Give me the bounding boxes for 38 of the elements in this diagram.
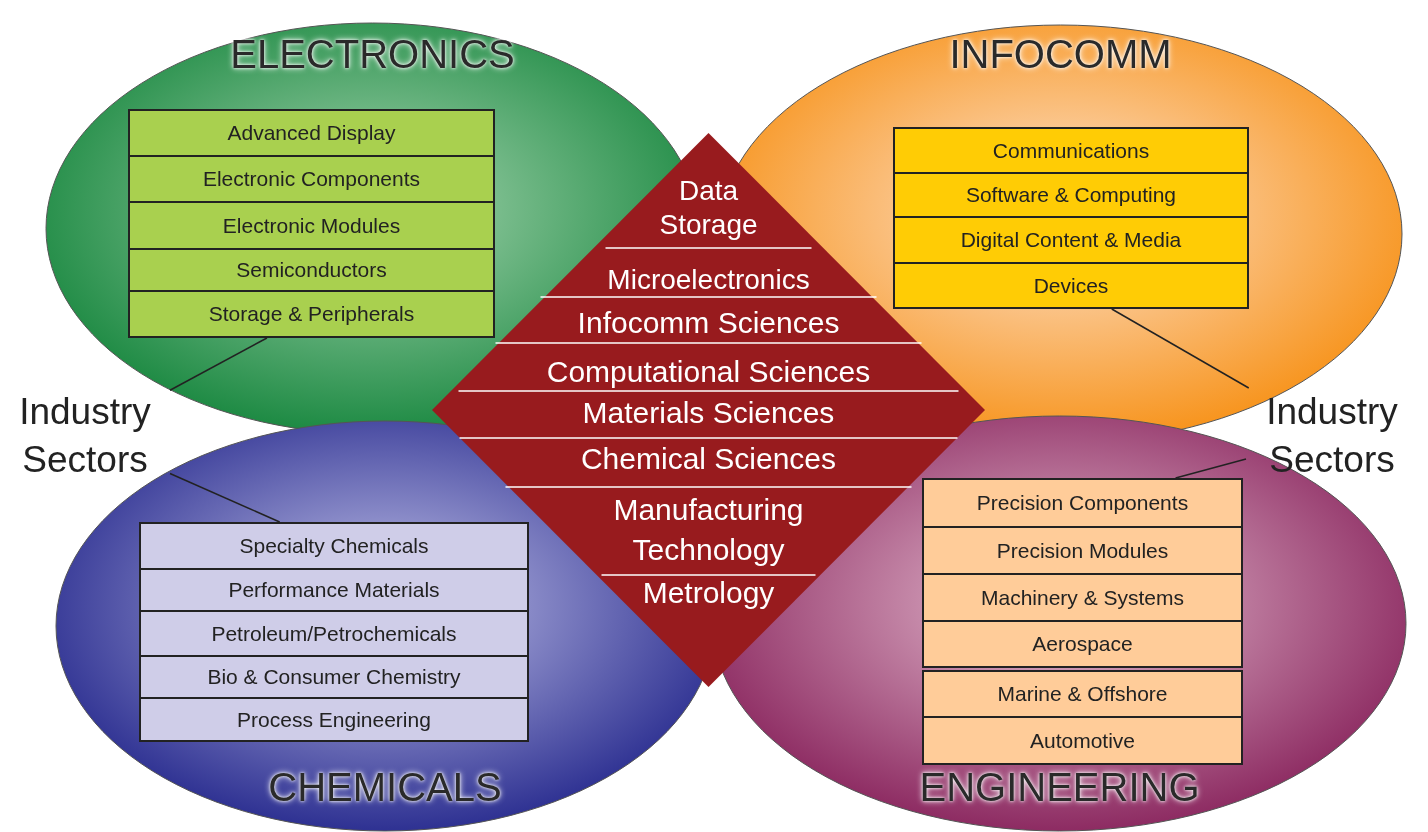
sector-item: Semiconductors [128, 248, 495, 292]
leader-line [1111, 308, 1250, 389]
sector-item: Aerospace [922, 620, 1243, 668]
leader-line [169, 337, 268, 391]
sector-item: Precision Modules [922, 526, 1243, 575]
sector-item: Marine & Offshore [922, 670, 1243, 718]
capability-label: Microelectronics [607, 263, 810, 297]
leader-line [1174, 458, 1247, 479]
callout-label: Industry Sectors [1265, 390, 1399, 482]
sector-item: Petroleum/Petrochemicals [139, 610, 529, 657]
sector-item: Storage & Peripherals [128, 290, 495, 338]
sector-title: ENGINEERING [919, 765, 1200, 810]
callout-label: Industry Sectors [18, 390, 152, 482]
sector-title: CHEMICALS [268, 765, 502, 810]
sector-item: Software & Computing [893, 172, 1249, 218]
capability-label: Data Storage [659, 174, 758, 242]
capability-label: Computational Sciences [546, 354, 871, 390]
sector-item: Machinery & Systems [922, 573, 1243, 622]
capability-label: Manufacturing Technology [612, 492, 805, 568]
sector-item: Devices [893, 262, 1249, 309]
sector-item: Digital Content & Media [893, 216, 1249, 264]
capability-label: Chemical Sciences [580, 441, 837, 477]
sector-item: Advanced Display [128, 109, 495, 157]
sector-title: INFOCOMM [949, 32, 1172, 77]
sector-item: Precision Components [922, 478, 1243, 528]
sector-item: Performance Materials [139, 568, 529, 612]
leader-line [169, 472, 281, 523]
sector-item: Automotive [922, 716, 1243, 765]
capability-label: Materials Sciences [582, 395, 835, 431]
capability-label: Infocomm Sciences [577, 305, 840, 341]
sector-item: Bio & Consumer Chemistry [139, 655, 529, 699]
capability-label: Metrology [642, 575, 775, 611]
sector-item: Specialty Chemicals [139, 522, 529, 570]
sector-item: Process Engineering [139, 697, 529, 742]
sector-item: Electronic Modules [128, 201, 495, 250]
sector-item: Electronic Components [128, 155, 495, 203]
sector-title: ELECTRONICS [230, 32, 515, 77]
sector-item: Communications [893, 127, 1249, 174]
